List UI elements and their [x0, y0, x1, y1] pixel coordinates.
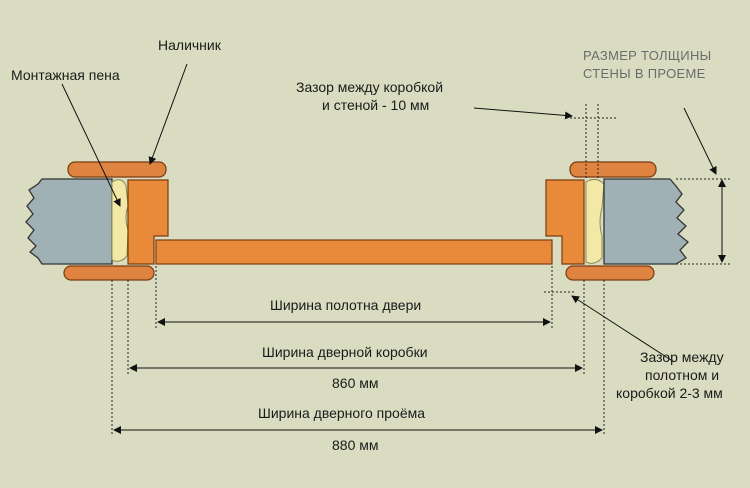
frame-width-value: 860 мм — [332, 375, 379, 391]
leaf-gap-label-line1: Зазор между — [640, 349, 724, 365]
frame-width-label: Ширина дверной коробки — [262, 344, 428, 360]
wall-thickness-label-line1: РАЗМЕР ТОЛЩИНЫ — [583, 48, 711, 63]
trim-label: Наличник — [158, 37, 222, 53]
left-foam — [111, 179, 129, 262]
right-wall — [603, 178, 689, 265]
leaf-gap-label-line3: коробкой 2-3 мм — [616, 385, 723, 401]
left-trim-bottom — [63, 265, 155, 281]
wall-gap-label-line2: и стеной - 10 мм — [322, 97, 429, 113]
foam-label: Монтажная пена — [11, 67, 120, 83]
leaf-gap-label-line2: полотном и — [645, 367, 719, 383]
wall-gap-label-line1: Зазор между коробкой — [296, 79, 443, 95]
right-foam — [585, 178, 605, 264]
wall-thickness-label-line2: СТЕНЫ В ПРОЕМЕ — [583, 66, 706, 81]
right-door-frame — [545, 179, 585, 265]
right-trim-top — [569, 161, 657, 178]
opening-width-value: 880 мм — [332, 437, 379, 453]
left-trim-top — [67, 161, 167, 178]
leaf-width-label: Ширина полотна двери — [270, 297, 421, 313]
opening-width-label: Ширина дверного проёма — [258, 405, 425, 421]
left-wall — [25, 178, 113, 265]
right-trim-bottom — [565, 265, 655, 281]
door-leaf — [155, 239, 553, 265]
left-door-frame — [127, 179, 169, 265]
